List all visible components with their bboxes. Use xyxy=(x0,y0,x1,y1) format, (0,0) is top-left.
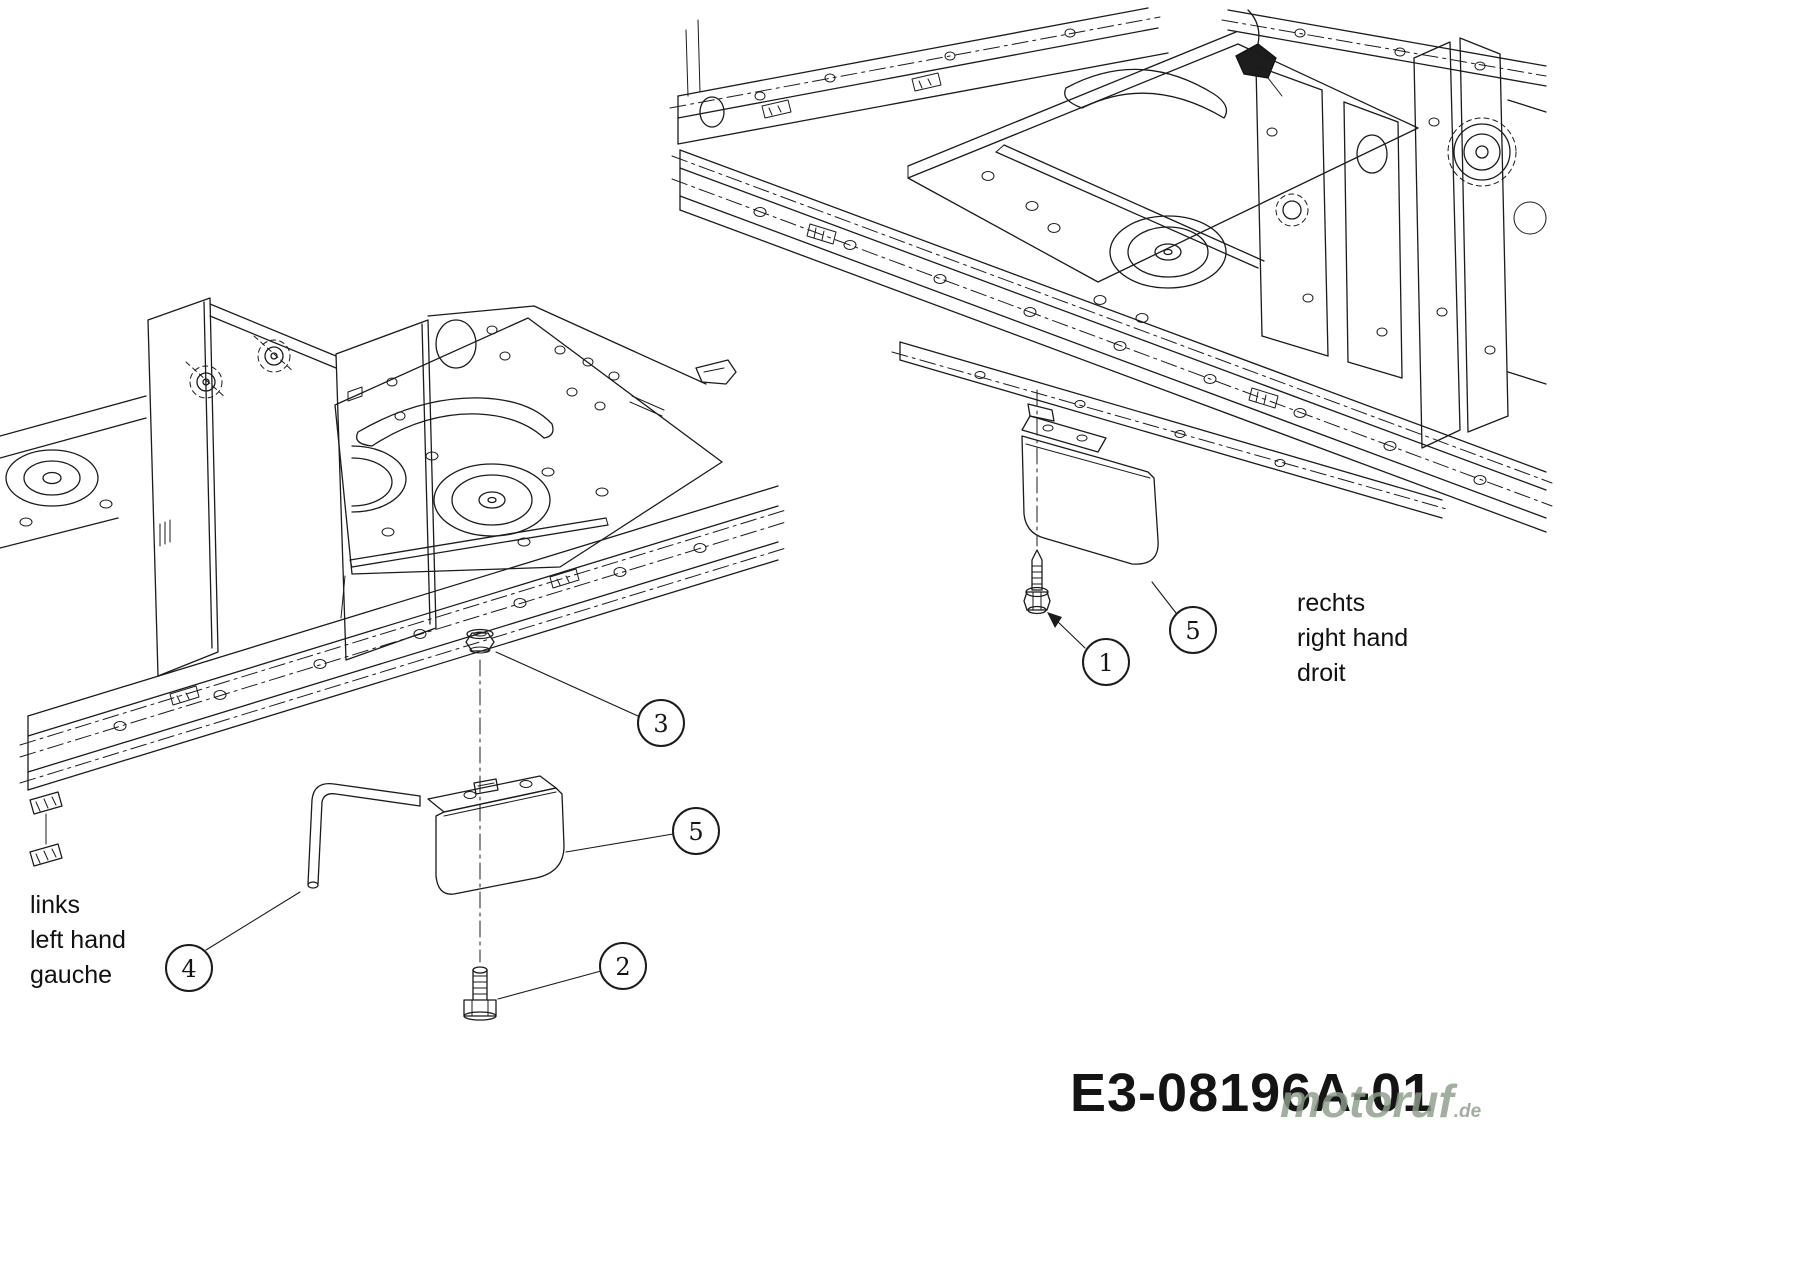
part-1-screw xyxy=(1023,549,1051,615)
left-hand-label-fr: gauche xyxy=(30,961,113,989)
callout-5-right-circle xyxy=(1169,606,1217,654)
watermark-name: motoruf xyxy=(1280,1075,1454,1127)
callout-1-circle xyxy=(1082,638,1130,686)
callout-3-number: 3 xyxy=(653,710,668,738)
left-hand-label: links left hand gauche xyxy=(30,888,126,993)
part-5-bracket-left xyxy=(427,775,565,895)
left-assembly-drawing xyxy=(0,297,787,867)
right-assembly-drawing xyxy=(669,7,1553,533)
part-5-bracket-right xyxy=(1021,403,1159,565)
callout-1-number: 1 xyxy=(1098,649,1113,677)
left-hand-label-de: links xyxy=(30,891,81,919)
left-hand-label-en: left hand xyxy=(30,926,126,954)
right-hand-label-en: right hand xyxy=(1297,624,1409,652)
watermark: motoruf.de xyxy=(1280,1074,1481,1128)
callout-4-number: 4 xyxy=(181,955,196,983)
callout-5-left-number: 5 xyxy=(688,818,703,846)
callout-2-circle xyxy=(599,942,647,990)
callout-5-right: 5 xyxy=(1151,581,1217,654)
rail-end-studs xyxy=(29,791,63,867)
callout-5-right-number: 5 xyxy=(1185,617,1200,645)
callouts: 1 2 3 4 5 xyxy=(165,581,1217,1000)
callout-3: 3 xyxy=(495,651,685,747)
right-hand-label-fr: droit xyxy=(1297,659,1346,687)
callout-2: 2 xyxy=(497,942,647,1000)
part-4-rod xyxy=(307,782,421,889)
part-2-bolt xyxy=(463,966,497,1021)
callout-4-circle xyxy=(165,944,213,992)
callout-1: 1 xyxy=(1047,612,1130,686)
drawing-number: E3-08196A-01 xyxy=(1070,1063,1434,1123)
right-hand-label-de: rechts xyxy=(1297,589,1366,617)
callout-3-circle xyxy=(637,699,685,747)
callout-2-number: 2 xyxy=(615,953,630,981)
right-hand-label: rechts right hand droit xyxy=(1297,586,1408,691)
watermark-tld: .de xyxy=(1453,1101,1482,1122)
callout-5-left-circle xyxy=(672,807,720,855)
part-3-nut xyxy=(465,628,495,654)
callout-4: 4 xyxy=(165,891,301,992)
callout-5-left: 5 xyxy=(565,807,720,855)
